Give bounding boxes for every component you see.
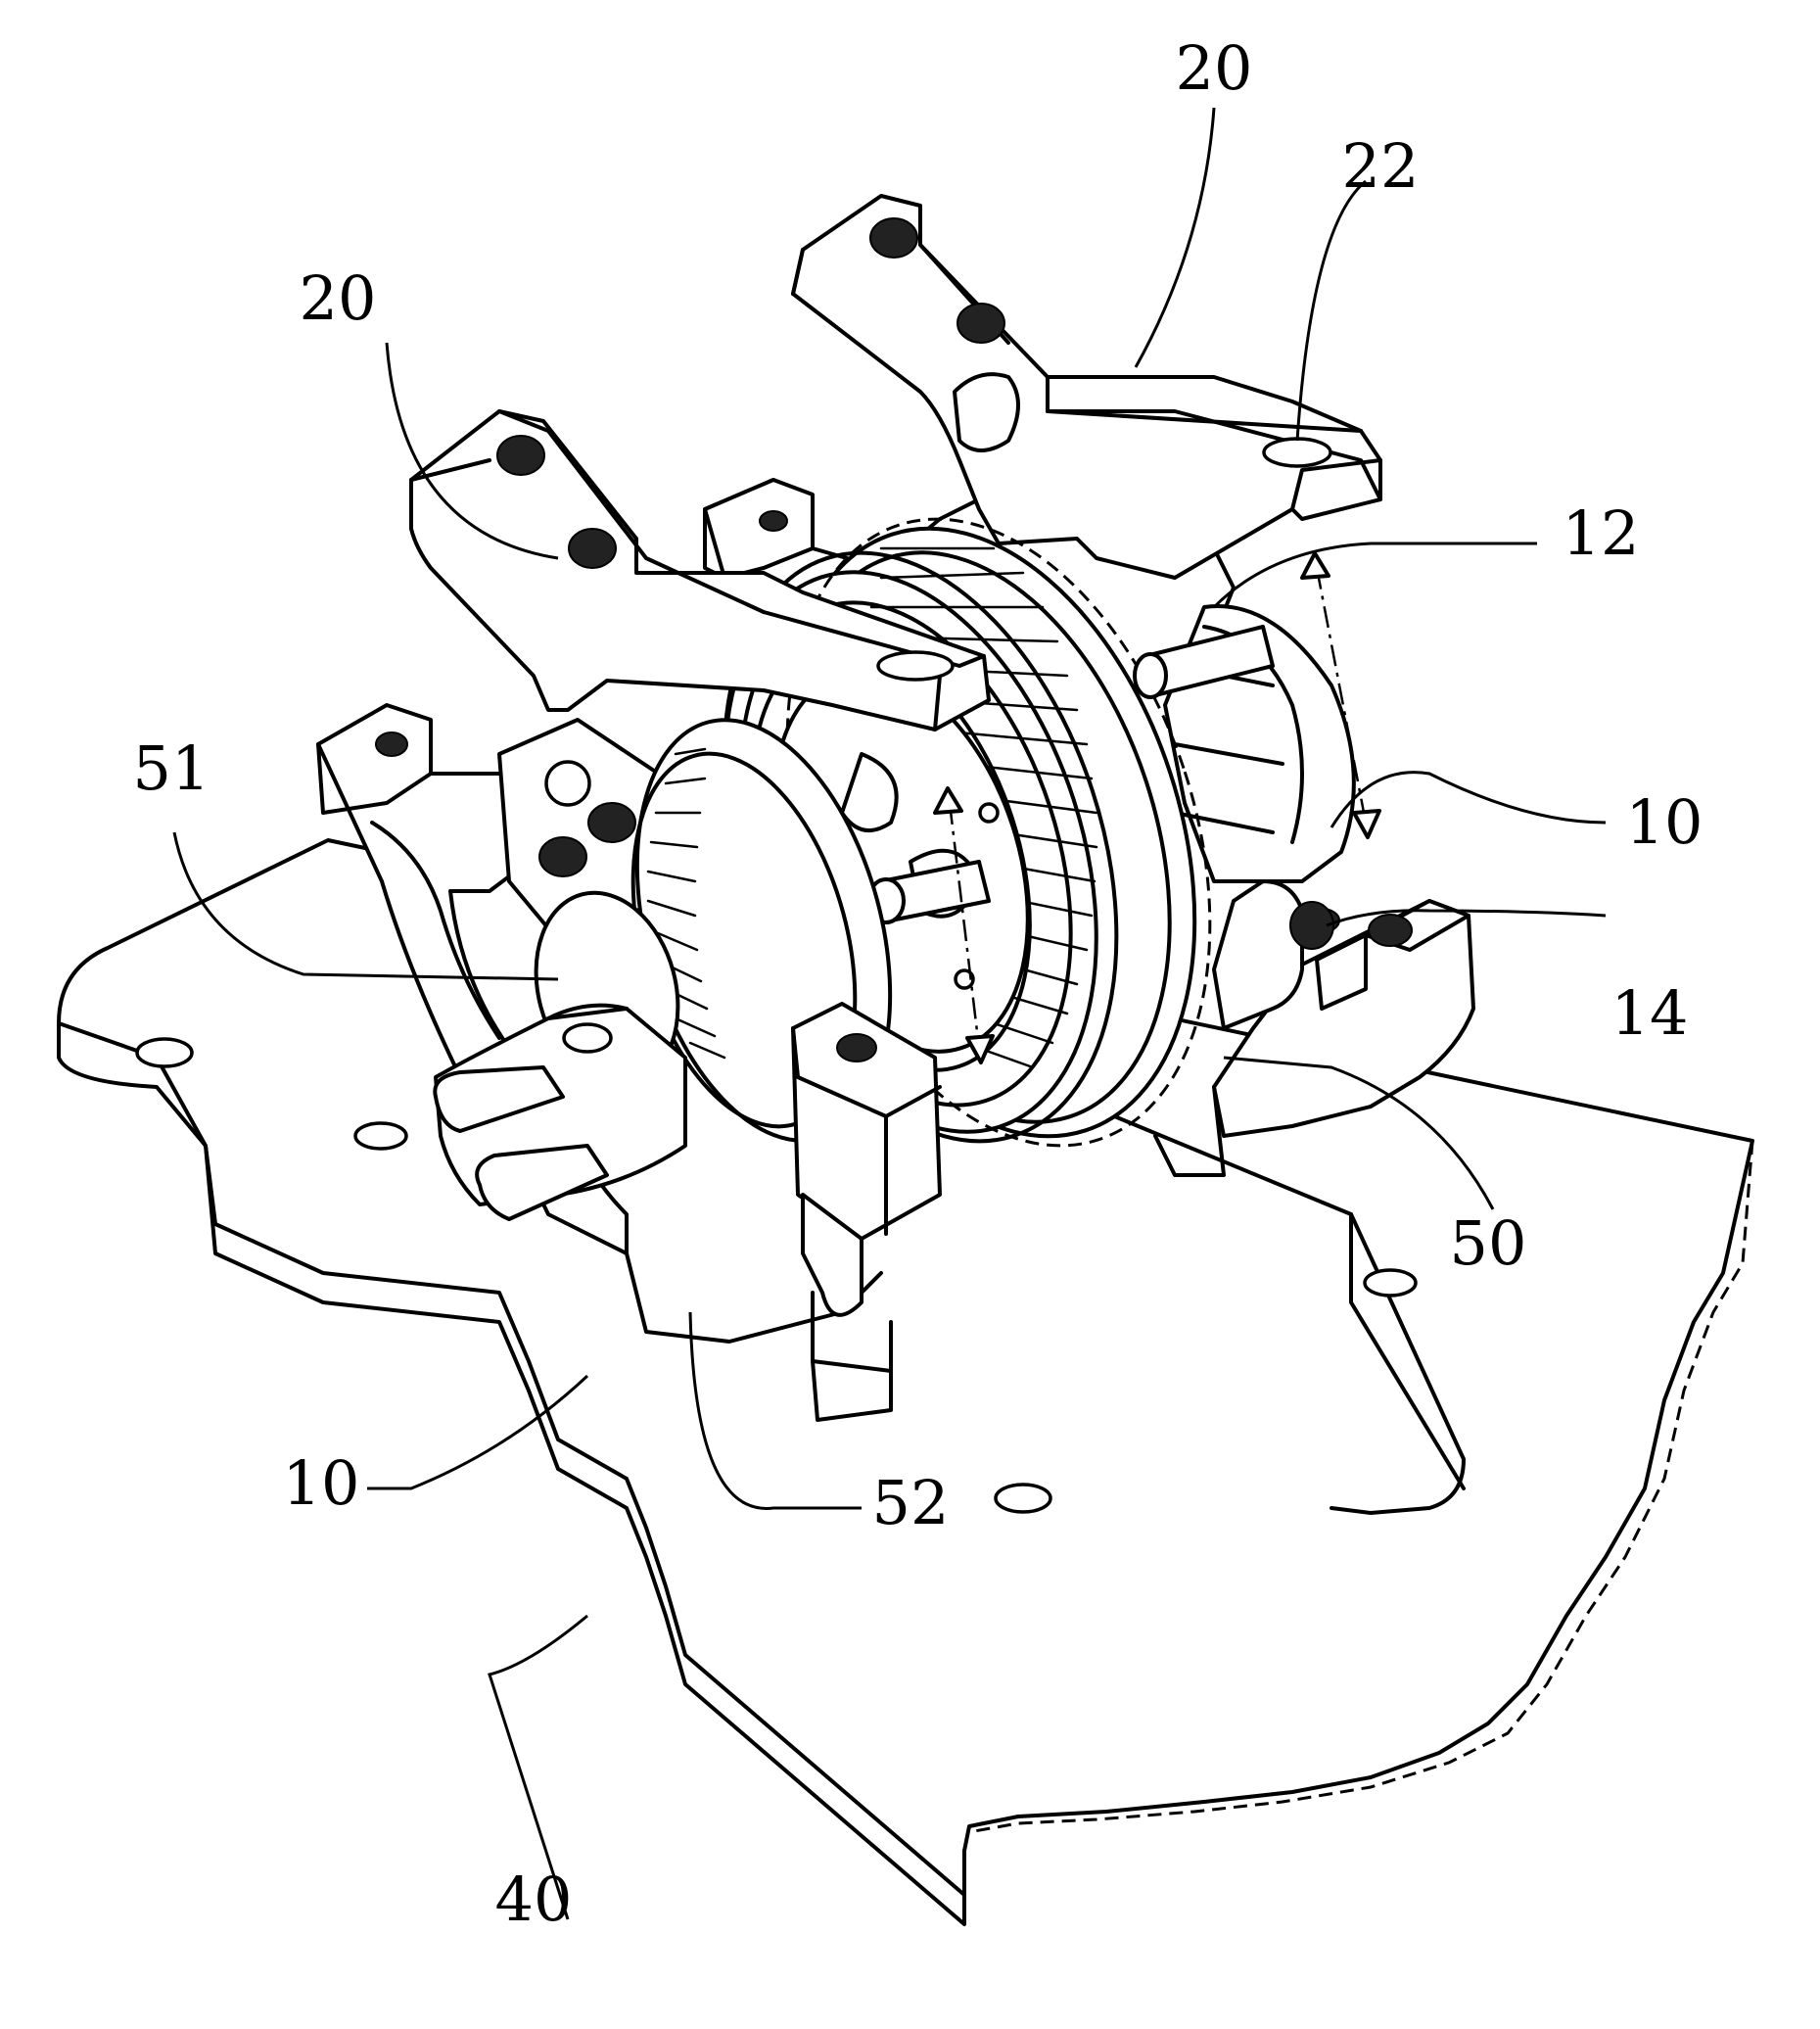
label-base-plate-40: 40 (495, 1864, 573, 1935)
label-arm-hole-22: 22 (1342, 130, 1420, 202)
screw-hole (588, 803, 635, 842)
screw-hole (870, 218, 917, 258)
label-pulley-50: 50 (1450, 1207, 1527, 1279)
mounting-hole (996, 1485, 1050, 1512)
label-shaft-51: 51 (133, 732, 210, 804)
screw-hole (957, 304, 1004, 343)
label-arm-upper: 20 (1176, 32, 1253, 104)
label-bolt-14: 14 (1611, 977, 1689, 1049)
label-housing-left-10: 10 (283, 1447, 360, 1519)
mounting-hole (1365, 1270, 1416, 1296)
screw-hole (837, 1034, 876, 1062)
screw-hole (539, 837, 586, 876)
arm-hole (878, 652, 953, 680)
mounting-hole (137, 1039, 192, 1066)
screw-hole (1369, 915, 1412, 946)
mounting-hole (355, 1123, 406, 1149)
screw-hole (376, 732, 407, 756)
screw-hole (569, 529, 616, 568)
arm-hole-22 (1264, 439, 1330, 466)
arm-right (793, 196, 1380, 578)
label-housing-right-10: 10 (1626, 786, 1703, 858)
label-housing-12: 12 (1563, 497, 1640, 569)
label-gear-52: 52 (872, 1467, 950, 1538)
label-arm-left: 20 (300, 262, 377, 334)
screw-hole (497, 436, 544, 475)
